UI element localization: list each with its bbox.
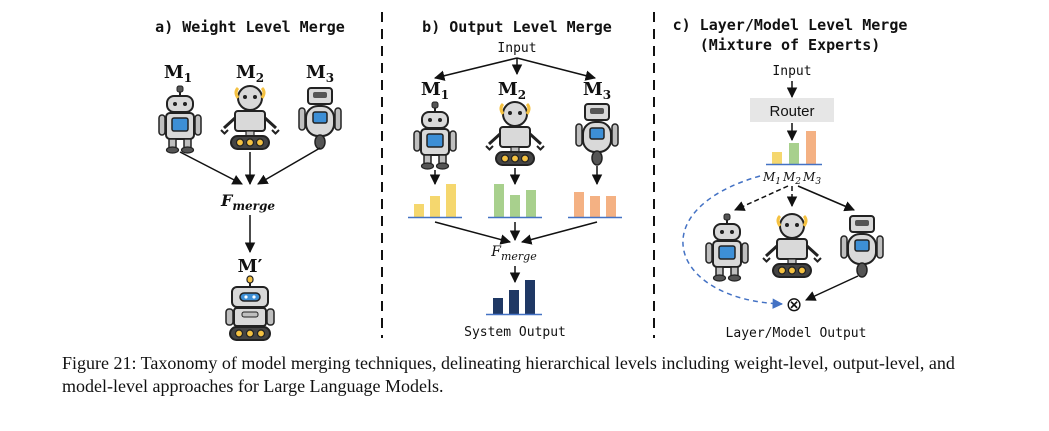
panel-c-title-line2: (Mixture of Experts): [700, 36, 881, 54]
panel-layer-model-level-merge: c) Layer/Model Level Merge (Mixture of E…: [673, 16, 908, 341]
robot-boxy-icon: [413, 101, 457, 170]
panel-output-level-merge: b) Output Level Merge Input M1 M2 M3: [408, 18, 622, 340]
arrow: [434, 221, 512, 245]
robot-tread-icon: [761, 212, 823, 279]
panel-b-model-3-label: M3: [583, 79, 611, 102]
robot-boxy-icon: [705, 213, 749, 282]
robot-boxy-icon: [158, 85, 202, 154]
panel-b-input-label: Input: [497, 41, 536, 56]
m1-output-bars: [408, 184, 462, 219]
panel-b-model-2-label: M2: [498, 79, 526, 102]
panel-c-input-label: Input: [772, 64, 811, 79]
panel-a-merge-function: Fmerge: [220, 191, 275, 213]
panel-b-output-label: System Output: [464, 325, 566, 340]
m2-output-bars: [488, 184, 542, 219]
router-label: Router: [769, 103, 814, 120]
robot-tread-icon: [484, 100, 546, 167]
robot-pod-icon: [298, 87, 342, 150]
panel-a-model-2-label: M2: [236, 62, 264, 85]
figure-caption: Figure 21: Taxonomy of model merging tec…: [62, 353, 955, 396]
robot-tread-icon: [219, 84, 281, 151]
panel-a-result-label: M′: [238, 256, 263, 277]
arrow: [257, 147, 321, 185]
panel-c-title-line1: c) Layer/Model Level Merge: [673, 16, 908, 34]
robot-merged-icon: [225, 275, 275, 341]
arrow: [797, 185, 855, 212]
panel-b-merge-function: Fmerge: [490, 244, 537, 263]
m3-output-bars: [568, 192, 622, 219]
robot-pod-icon: [575, 103, 619, 166]
router-box: [750, 98, 834, 122]
dashed-arrow: [734, 185, 789, 211]
taxonomy-figure: a) Weight Level Merge M1 M2 M3 Fmerge M′…: [155, 12, 908, 341]
panel-c-output-label: Layer/Model Output: [726, 326, 867, 341]
arrow: [805, 275, 859, 301]
arrow: [516, 57, 597, 81]
panel-weight-level-merge: a) Weight Level Merge M1 M2 M3 Fmerge M′: [155, 18, 345, 341]
arrow: [179, 151, 243, 185]
panel-b-title: b) Output Level Merge: [422, 18, 612, 36]
combine-operator-icon: ⊗: [786, 292, 803, 316]
panel-a-title: a) Weight Level Merge: [155, 18, 345, 36]
arrow: [433, 57, 518, 81]
panel-b-model-1-label: M1: [421, 79, 449, 102]
arrow: [520, 221, 598, 245]
system-output-bars: [486, 280, 542, 316]
router-gate-bars: [766, 131, 822, 166]
panel-a-model-1-label: M1: [164, 62, 192, 85]
robot-pod-icon: [840, 215, 884, 278]
panel-a-model-3-label: M3: [306, 62, 334, 85]
residual-dashed-arrow: [682, 175, 784, 309]
